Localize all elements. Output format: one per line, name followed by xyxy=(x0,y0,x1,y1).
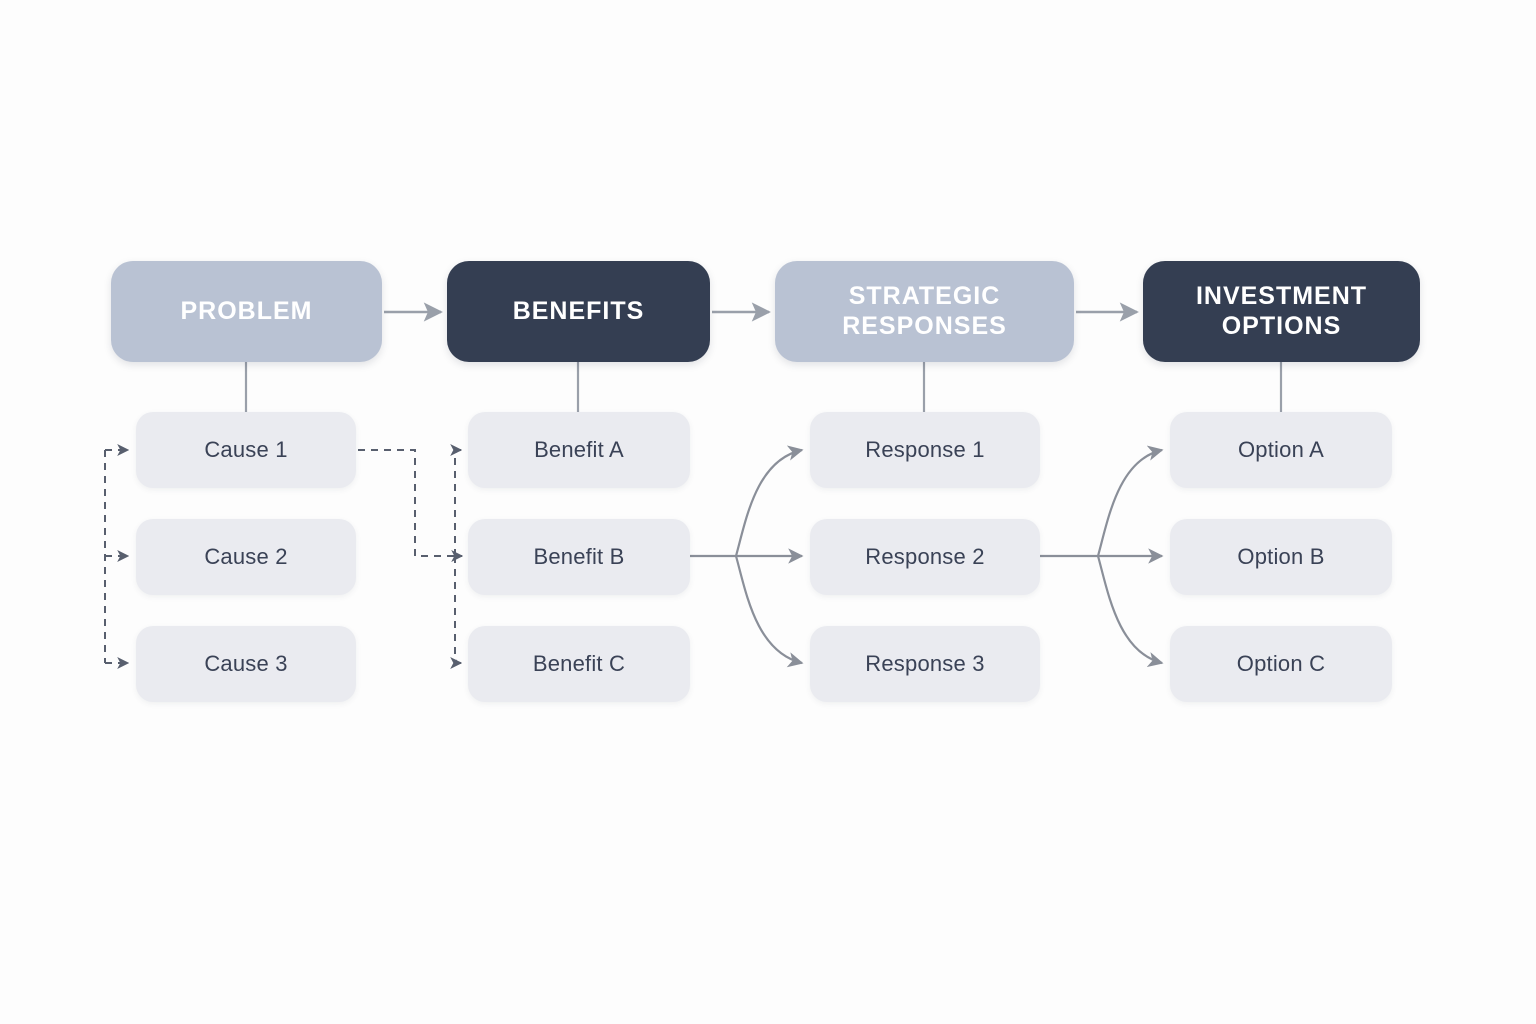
item-label-option-c: Option C xyxy=(1236,651,1326,676)
stage-box-investment-options[interactable]: INVESTMENT OPTIONS xyxy=(1143,261,1420,362)
stage-label-investment-options: INVESTMENT OPTIONS xyxy=(1195,282,1368,340)
stage-label-benefits: BENEFITS xyxy=(512,296,645,325)
item-box-benefit-b[interactable]: Benefit B xyxy=(468,519,690,595)
item-box-cause-2[interactable]: Cause 2 xyxy=(136,519,356,595)
item-label-cause-2: Cause 2 xyxy=(204,544,288,569)
item-box-response-3[interactable]: Response 3 xyxy=(810,626,1040,702)
item-label-response-3: Response 3 xyxy=(865,651,985,676)
dashed-route-cause1-to-benefits xyxy=(358,444,464,669)
item-box-cause-1[interactable]: Cause 1 xyxy=(136,412,356,488)
item-box-cause-3[interactable]: Cause 3 xyxy=(136,626,356,702)
item-box-option-c[interactable]: Option C xyxy=(1170,626,1392,702)
stage-label-strategic-responses: STRATEGIC RESPONSES xyxy=(842,282,1007,340)
item-box-benefit-a[interactable]: Benefit A xyxy=(468,412,690,488)
item-box-response-1[interactable]: Response 1 xyxy=(810,412,1040,488)
dashed-bus-causes xyxy=(104,444,130,669)
item-box-option-a[interactable]: Option A xyxy=(1170,412,1392,488)
item-box-option-b[interactable]: Option B xyxy=(1170,519,1392,595)
item-label-option-a: Option A xyxy=(1238,437,1324,462)
item-label-benefit-a: Benefit A xyxy=(534,437,624,462)
item-label-cause-1: Cause 1 xyxy=(204,437,288,462)
item-label-response-2: Response 2 xyxy=(865,544,985,569)
item-box-benefit-c[interactable]: Benefit C xyxy=(468,626,690,702)
item-label-cause-3: Cause 3 xyxy=(204,651,288,676)
stage-box-problem[interactable]: PROBLEM xyxy=(111,261,382,362)
item-label-benefit-b: Benefit B xyxy=(533,544,625,569)
item-box-response-2[interactable]: Response 2 xyxy=(810,519,1040,595)
stage-box-strategic-responses[interactable]: STRATEGIC RESPONSES xyxy=(775,261,1074,362)
item-label-option-b: Option B xyxy=(1237,544,1325,569)
stage-label-problem: PROBLEM xyxy=(180,296,313,325)
stage-box-benefits[interactable]: BENEFITS xyxy=(447,261,710,362)
solid-fanout-response2-to-options xyxy=(1040,445,1164,668)
item-label-benefit-c: Benefit C xyxy=(532,651,626,676)
item-label-response-1: Response 1 xyxy=(865,437,985,462)
solid-fanout-benefitb-to-responses xyxy=(690,445,804,668)
